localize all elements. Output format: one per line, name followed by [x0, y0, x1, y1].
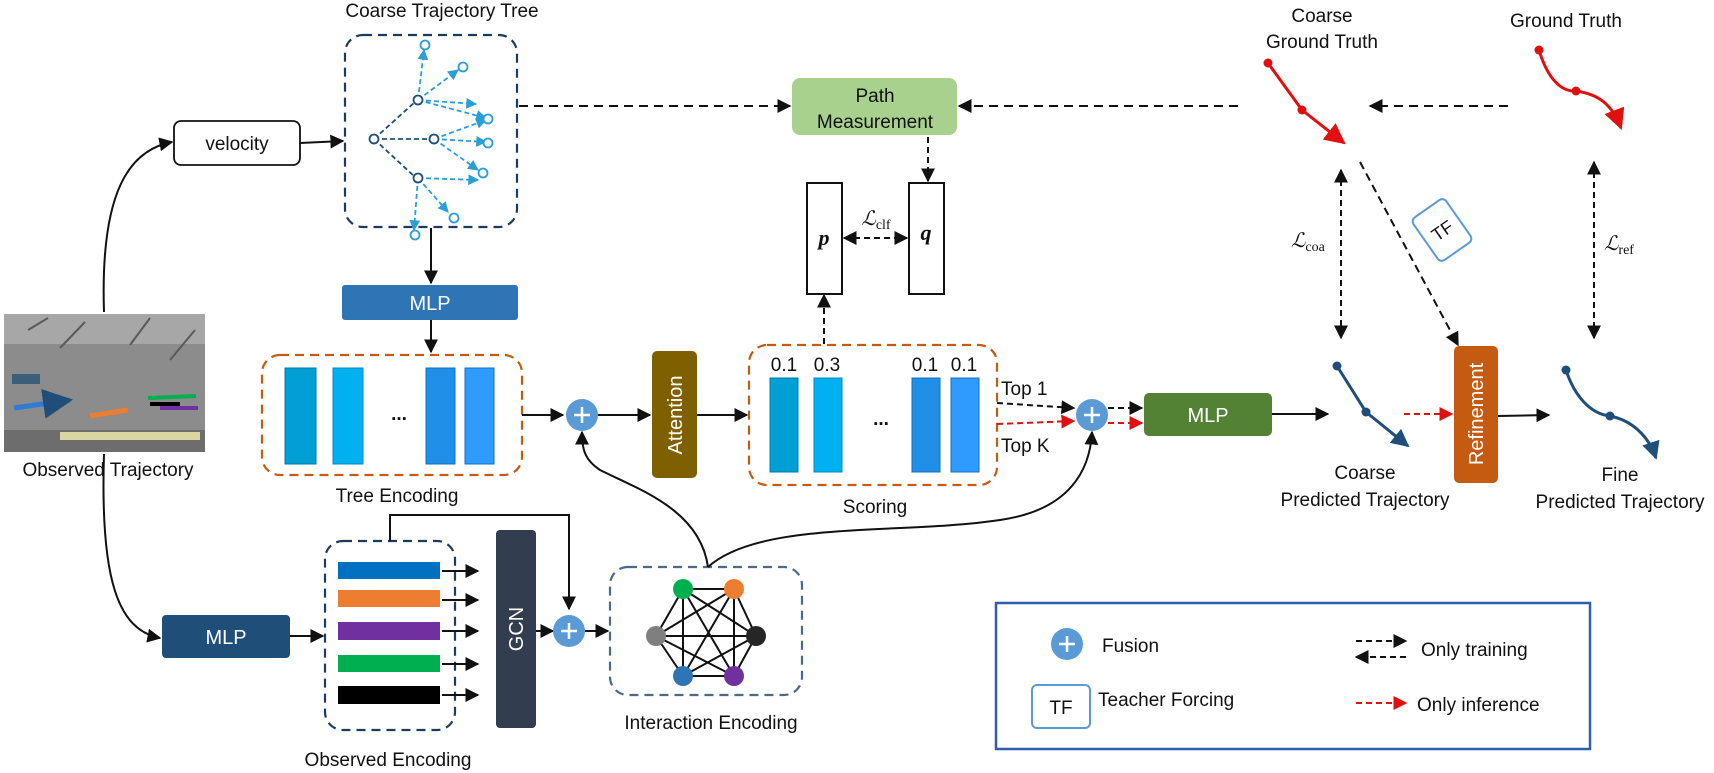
fusion-icon — [566, 399, 598, 431]
mlp-obs-box — [162, 615, 290, 658]
coarse-gt-trajectory — [1263, 58, 1346, 145]
obs-enc-bar — [338, 562, 440, 579]
path-measurement-label-1: Path — [855, 86, 894, 107]
observed-encoding-label: Observed Encoding — [305, 750, 472, 771]
mlp-main-label: MLP — [1187, 405, 1228, 427]
coarse-gt-label-1: Coarse — [1291, 6, 1352, 27]
coarse-pred-label-1: Coarse — [1334, 463, 1395, 484]
coarse-tree-title: Coarse Trajectory Tree — [345, 1, 538, 22]
image-to-velocity-arrow — [102, 137, 174, 313]
legend-box — [994, 601, 1592, 751]
interaction-to-right-fusion-arrow — [707, 430, 1099, 568]
observed-trajectory-label: Observed Trajectory — [22, 460, 194, 481]
q-label: q — [921, 220, 932, 245]
fine-pred-trajectory — [1561, 365, 1660, 460]
coarse-pred-label-2: Predicted Trajectory — [1281, 490, 1450, 511]
refinement-box — [1454, 346, 1498, 483]
teacher-forcing-arrow — [1359, 161, 1459, 347]
attention-label: Attention — [665, 376, 687, 455]
ground-truth-trajectory — [1534, 45, 1625, 130]
score-label: 0.1 — [912, 355, 938, 376]
fine-pred-label-2: Predicted Trajectory — [1536, 492, 1705, 513]
legend-fusion-icon — [1051, 628, 1083, 660]
interaction-encoding-box — [608, 565, 804, 697]
score-bar — [911, 377, 941, 473]
q-box — [908, 182, 945, 295]
obs-to-gcn-arrows — [442, 564, 480, 702]
coarse-tree-box — [343, 33, 519, 229]
refinement-to-fine-arrow — [1497, 408, 1551, 423]
mlp-tree-label: MLP — [409, 293, 450, 315]
obs-enc-bar — [338, 590, 440, 607]
mlp-tree-box — [342, 285, 518, 320]
score-label: 0.1 — [771, 355, 797, 376]
topk-arrow — [996, 414, 1076, 429]
gcn-label: GCN — [506, 607, 528, 651]
legend-tf-box — [1031, 684, 1091, 729]
tree-enc-bar — [425, 367, 456, 465]
velocity-label: velocity — [205, 134, 269, 155]
fusion-icon — [1076, 399, 1108, 431]
attention-box — [652, 351, 697, 478]
tree-enc-bar — [284, 367, 317, 465]
scoring-label: Scoring — [843, 497, 907, 518]
tree-enc-bar — [464, 367, 495, 465]
l-ref-label: ℒref — [1604, 233, 1634, 258]
fusion-icon — [553, 615, 585, 647]
l-clf-label: ℒclf — [861, 208, 891, 233]
image-to-mlp-obs-arrow — [102, 453, 162, 643]
p-box — [806, 182, 843, 295]
l-coa-label: ℒcoa — [1291, 230, 1326, 255]
obs-enc-bar — [338, 622, 440, 640]
tf-badge: TF — [1411, 198, 1473, 262]
ground-truth-label: Ground Truth — [1510, 11, 1622, 32]
legend-teacher-forcing-label: Teacher Forcing — [1098, 690, 1234, 711]
gcn-box — [496, 530, 536, 728]
interaction-nodes — [646, 579, 766, 686]
interaction-to-upper-fusion-arrow — [575, 430, 709, 568]
interaction-encoding-label: Interaction Encoding — [624, 713, 797, 734]
path-measurement-label-2: Measurement — [817, 112, 934, 133]
top1-label: Top 1 — [1001, 379, 1047, 400]
tree-encoding-box — [260, 353, 524, 477]
observed-trajectory-image — [4, 314, 205, 452]
score-label: 0.3 — [814, 355, 840, 376]
path-measurement-box — [792, 78, 957, 135]
topk-label: Top K — [1001, 436, 1050, 457]
scoring-box — [747, 343, 999, 487]
top1-arrow — [996, 400, 1076, 415]
coarse-gt-label-2: Ground Truth — [1266, 32, 1378, 53]
score-bar — [769, 377, 799, 473]
legend-only-inference-label: Only inference — [1417, 695, 1540, 716]
tree-enc-dots: ... — [391, 404, 407, 425]
legend-tf-label: TF — [1049, 698, 1072, 719]
mlp-obs-label: MLP — [205, 627, 246, 649]
mlp-main-box — [1144, 393, 1272, 436]
interaction-graph — [655, 588, 757, 677]
refinement-label: Refinement — [1466, 362, 1488, 465]
coarse-pred-trajectory — [1332, 361, 1410, 448]
fine-pred-label-1: Fine — [1602, 465, 1639, 486]
obs-enc-bar — [338, 655, 440, 672]
legend-only-training-label: Only training — [1421, 640, 1528, 661]
obs-skip-arrow — [389, 514, 576, 611]
score-bar — [950, 377, 980, 473]
score-label: 0.1 — [951, 355, 977, 376]
obs-enc-bar — [338, 686, 440, 704]
score-bar — [813, 377, 843, 473]
legend-fusion-label: Fusion — [1102, 636, 1159, 657]
p-label: p — [817, 225, 830, 250]
score-dots: ... — [873, 409, 889, 430]
velocity-to-tree-arrow — [299, 134, 345, 149]
tree-enc-bar — [332, 367, 364, 465]
tree-encoding-label: Tree Encoding — [336, 486, 459, 507]
tree-graphic — [373, 48, 488, 232]
tree-nodes — [368, 39, 494, 241]
